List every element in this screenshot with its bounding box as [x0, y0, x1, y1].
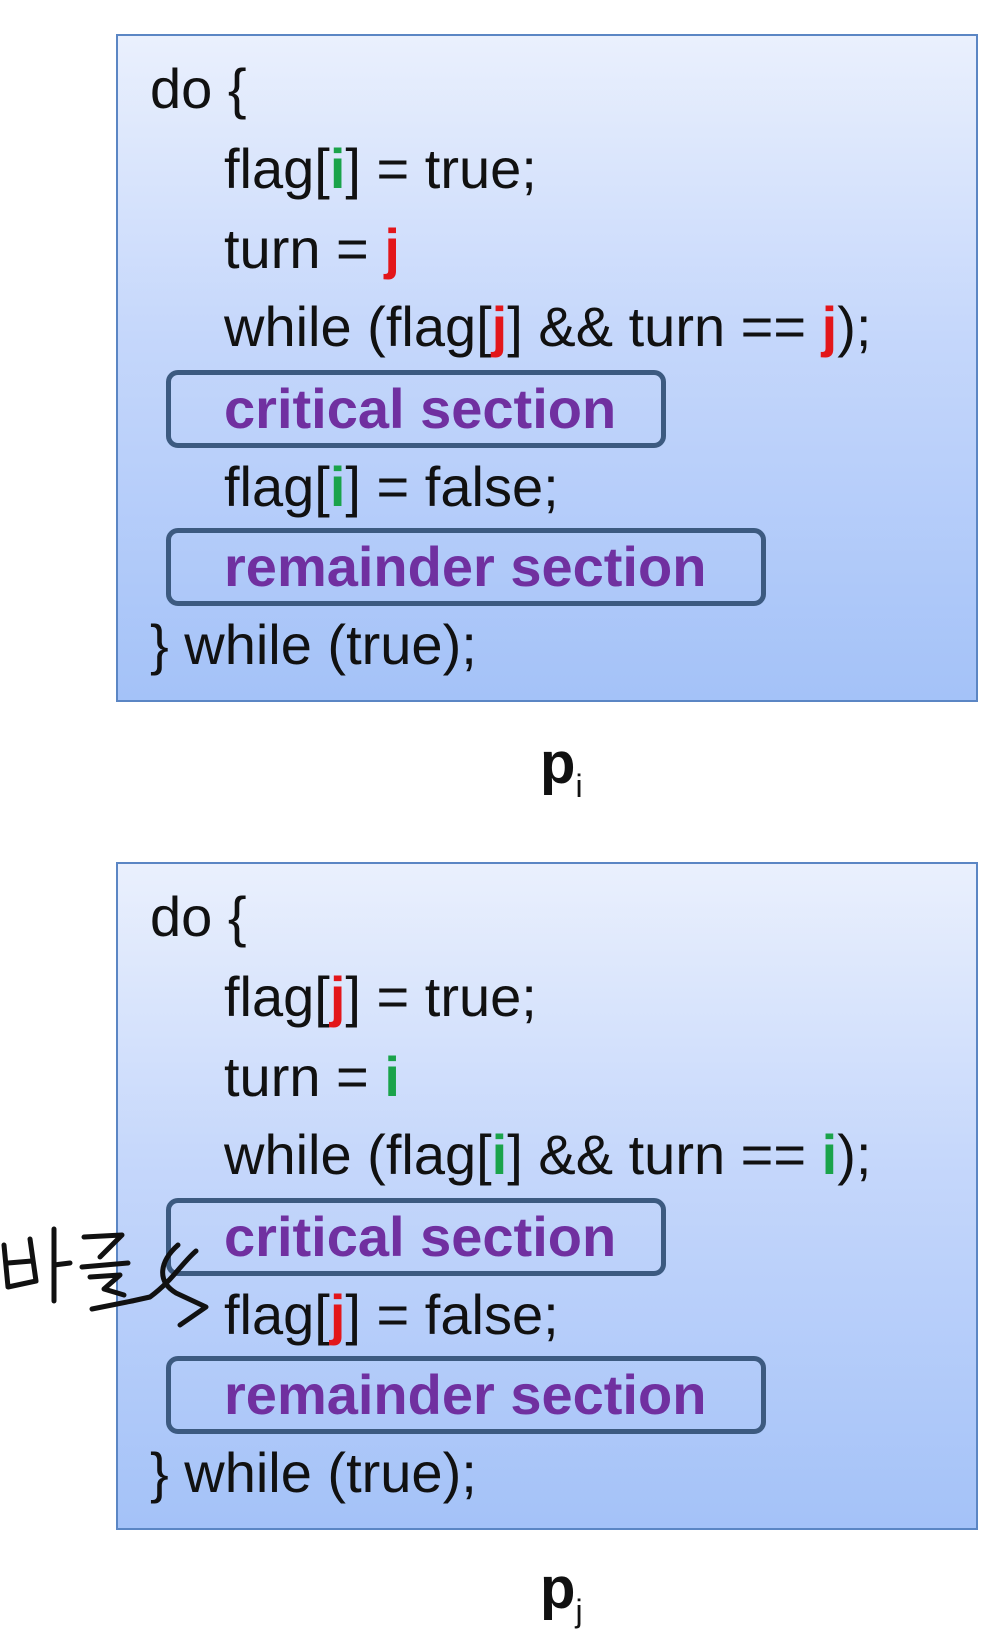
while-wait-middle: ] && turn == [507, 295, 822, 358]
remainder-section-box: remainder section [166, 1356, 766, 1434]
critical-section-label: critical section [224, 1205, 617, 1268]
handwriting-arrow [160, 1242, 209, 1328]
remainder-section-box: remainder section [166, 528, 766, 606]
process-j-label-base: p [540, 1556, 576, 1621]
turn-prefix: turn = [224, 1045, 385, 1108]
process-j-label-sub: j [575, 1593, 583, 1629]
while-wait-var1: i [491, 1123, 508, 1186]
flag-set-line: flag[j] = true; [224, 958, 537, 1036]
while-close-line: } while (true); [150, 1441, 477, 1504]
flag-clear-prefix: flag[ [224, 1283, 330, 1346]
flag-clear-prefix: flag[ [224, 455, 330, 518]
process-i-label: pi [540, 730, 583, 805]
flag-clear-suffix: ] = false; [345, 1283, 559, 1346]
while-wait-middle: ] && turn == [507, 1123, 822, 1186]
while-wait-var1: j [491, 295, 508, 358]
handwriting-stroke [5, 1258, 35, 1266]
flag-set-var: i [329, 137, 346, 200]
do-open-line: do { [150, 57, 247, 120]
flag-clear-line: flag[i] = false; [224, 448, 559, 526]
handwriting-stroke [81, 1232, 125, 1260]
process-i-label-sub: i [575, 768, 583, 804]
handwriting-arrow [129, 1248, 199, 1304]
flag-set-suffix: ] = true; [345, 137, 537, 200]
flag-set-suffix: ] = true; [345, 965, 537, 1028]
flag-set-prefix: flag[ [224, 965, 330, 1028]
flag-set-line: flag[i] = true; [224, 130, 537, 208]
turn-var: j [384, 217, 400, 280]
remainder-section-label: remainder section [224, 1363, 707, 1426]
while-close-line: } while (true); [150, 613, 477, 676]
while-wait-line: while (flag[i] && turn == i); [224, 1116, 871, 1194]
flag-clear-var: j [329, 1283, 346, 1346]
flag-set-var: j [329, 965, 346, 1028]
process-i-label-base: p [540, 731, 576, 796]
flag-set-prefix: flag[ [224, 137, 330, 200]
while-wait-prefix: while (flag[ [224, 295, 492, 358]
handwriting-stroke [87, 1272, 127, 1298]
flag-clear-line: flag[j] = false; [224, 1276, 559, 1354]
remainder-section-label: remainder section [224, 535, 707, 598]
do-open-line: do { [150, 885, 247, 948]
while-wait-line: while (flag[j] && turn == j); [224, 288, 871, 366]
flag-clear-suffix: ] = false; [345, 455, 559, 518]
critical-section-label: critical section [224, 377, 617, 440]
turn-line: turn = i [224, 1038, 400, 1116]
process-i-code-panel: do { flag[i] = true; turn = j while (fla… [116, 34, 978, 702]
handwriting-stroke [79, 1260, 131, 1270]
handwriting-stroke [51, 1260, 73, 1268]
handwriting-stroke [89, 1298, 135, 1312]
process-j-code-panel: do { flag[j] = true; turn = i while (fla… [116, 862, 978, 1530]
turn-prefix: turn = [224, 217, 385, 280]
while-wait-var2: j [821, 295, 838, 358]
handwritten-annotation [1, 1226, 209, 1328]
while-wait-var2: i [821, 1123, 838, 1186]
critical-section-box: critical section [166, 370, 666, 448]
while-wait-prefix: while (flag[ [224, 1123, 492, 1186]
flag-clear-var: i [329, 455, 346, 518]
process-j-label: pj [540, 1555, 583, 1630]
turn-line: turn = j [224, 210, 400, 288]
while-wait-suffix: ); [837, 1123, 872, 1186]
while-wait-suffix: ); [837, 295, 872, 358]
critical-section-box: critical section [166, 1198, 666, 1276]
turn-var: i [384, 1045, 400, 1108]
